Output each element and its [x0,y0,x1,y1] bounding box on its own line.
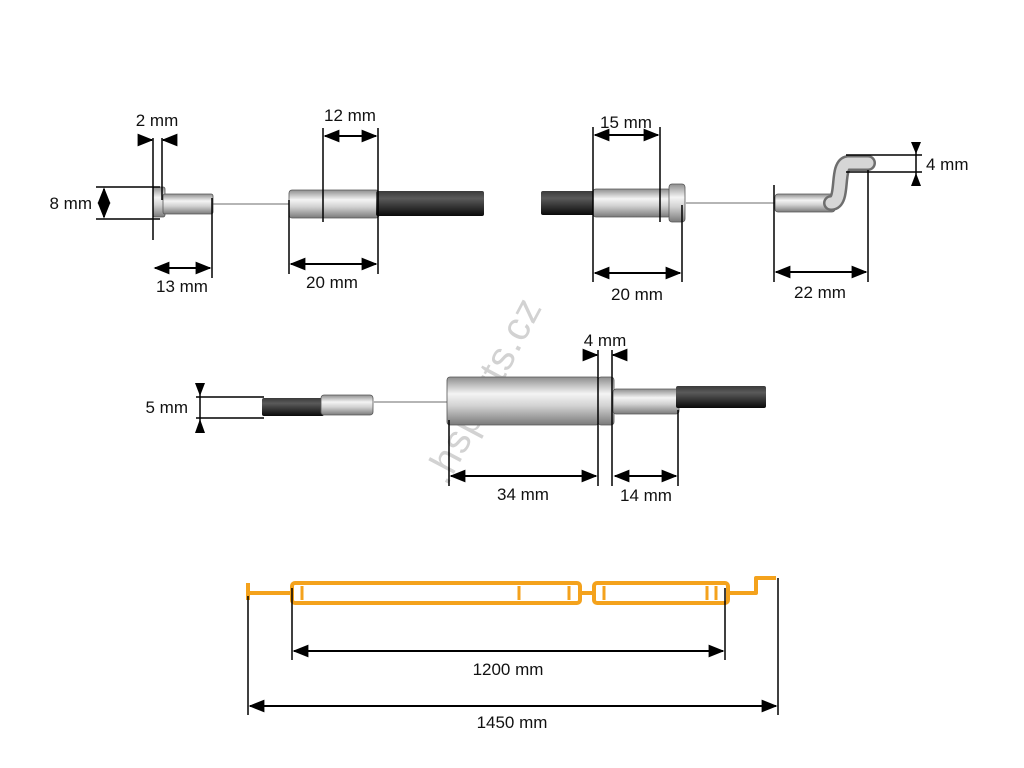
cable-hook-right [728,576,776,595]
top-right-cable-end: 15 mm 20 mm 4 mm 22 mm [541,113,969,304]
dim-end-length: 13 mm [156,277,208,296]
dim-nut: 4 mm [584,331,627,350]
dim-hook-length: 22 mm [794,283,846,302]
sleeve-ferrule [288,189,380,219]
dim-tip-height: 8 mm [50,194,93,213]
black-sleeve [262,398,324,416]
dim-adjuster-length: 34 mm [497,485,549,504]
end-ferrule [612,388,680,415]
dim-tip-width: 2 mm [136,111,179,130]
dim-ferrule-length: 20 mm [306,273,358,292]
dim-hook-height: 4 mm [926,155,969,174]
dim-inner-length: 1200 mm [473,660,544,679]
black-sleeve [541,191,596,215]
dim-total-length: 1450 mm [477,713,548,732]
dim-ferrule-length: 20 mm [611,285,663,304]
end-ferrule [162,193,214,215]
dim-ferrule-inner: 12 mm [324,106,376,125]
z-hook [825,157,874,209]
black-sleeve [676,386,766,408]
dim-ferrule-length: 14 mm [620,486,672,505]
cable-sleeve-left [290,581,582,605]
sleeve-ferrule [320,394,374,416]
middle-cable-adjuster: 5 mm 4 mm 34 mm 14 mm [146,331,766,505]
dim-ferrule-inner: 15 mm [600,113,652,132]
adjuster-body [446,376,600,426]
black-sleeve [376,191,484,216]
full-cable-overview: 1200 mm 1450 mm [246,576,779,732]
cable-end-left [246,583,293,600]
top-left-cable-end: 2 mm 8 mm 13 mm 12 mm 20 mm [50,106,484,296]
dim-sleeve-diameter: 5 mm [146,398,189,417]
